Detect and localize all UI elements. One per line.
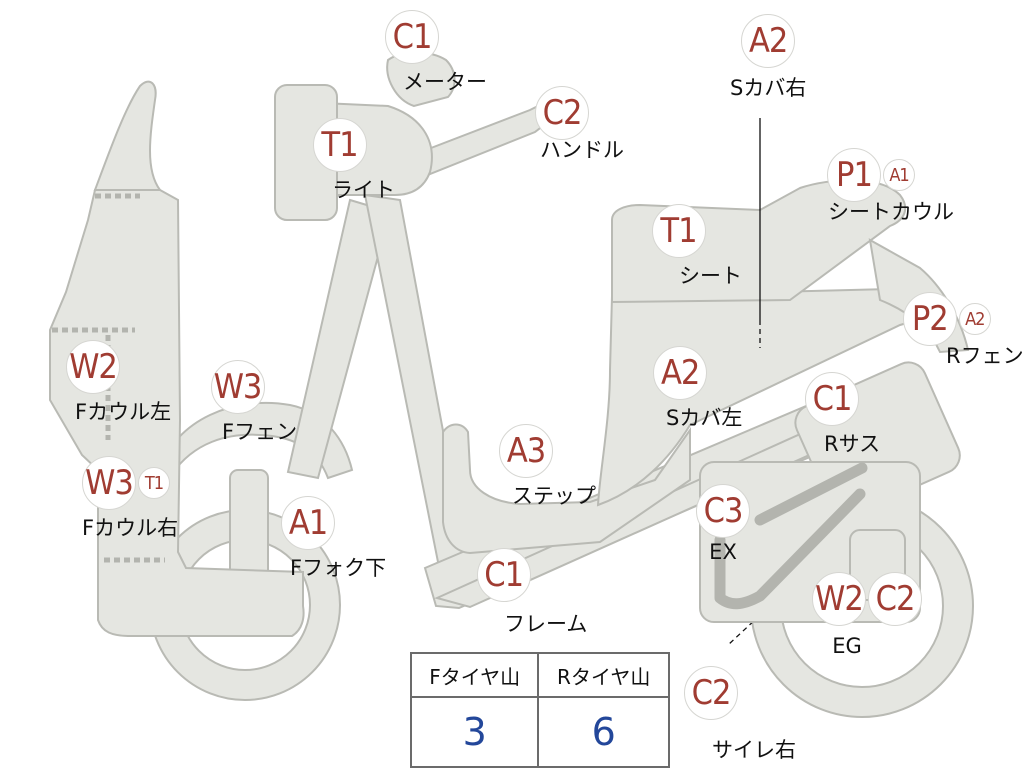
exhaust-name: EX	[709, 540, 737, 564]
step-name: ステップ	[512, 484, 596, 508]
engine-code: W2	[812, 572, 866, 626]
f-cowl-right-name: Fカウル右	[82, 516, 179, 540]
light-name: ライト	[332, 178, 395, 202]
label-meter: C1 メーター	[385, 10, 487, 96]
r-fender-sub: A2	[958, 303, 991, 335]
label-f-cowl-left: W2 Fカウル左	[15, 340, 171, 426]
label-seat-cowl: P1 A1 シートカウル	[788, 148, 954, 226]
s-cover-right-name: Sカバ右	[730, 76, 807, 100]
frame-name: フレーム	[504, 612, 588, 636]
f-fender-code: W3	[210, 360, 265, 414]
f-cowl-right-code: W3	[82, 456, 136, 510]
silencer-right-name: サイレ右	[712, 738, 796, 762]
f-fork-lower-code: A1	[281, 496, 336, 550]
label-step: A3 ステップ	[456, 424, 596, 510]
s-cover-right-code: A2	[741, 14, 796, 68]
meter-code: C1	[385, 10, 439, 64]
rear-tread-value: 6	[537, 696, 670, 768]
engine-code-2: C2	[868, 572, 922, 626]
label-f-fender: W3 Fフェン	[178, 360, 297, 446]
frame-code: C1	[476, 548, 531, 602]
front-tread-header: Fタイヤ山	[409, 652, 540, 698]
label-r-fender: P2 A2 Rフェン	[870, 292, 1024, 370]
f-fork-lower-name: Fフォク下	[290, 556, 387, 580]
label-f-fork-lower: A1 Fフォク下	[230, 496, 386, 582]
label-f-cowl-right: W3 T1 Fカウル右	[82, 456, 178, 542]
handle-code: C2	[535, 86, 589, 140]
tread-depth-table: Fタイヤ山 Rタイヤ山 3 6	[409, 652, 670, 768]
r-fender-code: P2	[902, 292, 957, 346]
step-code: A3	[499, 424, 553, 478]
label-light: T1 ライト	[284, 118, 395, 204]
label-s-cover-right: A2 Sカバ右	[730, 14, 806, 102]
engine-name: EG	[832, 634, 862, 658]
label-frame: C1 フレーム	[420, 548, 587, 638]
seat-name: シート	[679, 264, 742, 288]
exhaust-code: C3	[696, 484, 750, 538]
label-engine: W2 C2 EG	[812, 572, 922, 658]
silencer-right-code: C2	[684, 666, 738, 720]
rear-tread-header: Rタイヤ山	[537, 652, 670, 698]
label-s-cover-left: A2 Sカバ左	[618, 346, 742, 432]
f-cowl-right-sub: T1	[138, 467, 170, 499]
label-seat: T1 シート	[615, 204, 742, 290]
label-silencer-right: C2 サイレ右	[684, 666, 796, 764]
s-cover-left-name: Sカバ左	[666, 406, 743, 430]
light-code: T1	[312, 118, 367, 172]
f-cowl-left-name: Fカウル左	[75, 400, 172, 424]
f-cowl-left-code: W2	[66, 340, 121, 394]
label-r-suspension: C1 Rサス	[784, 372, 880, 458]
step-floor	[442, 423, 691, 555]
label-handle: C2 ハンドル	[500, 86, 624, 164]
seat-cowl-sub: A1	[883, 159, 915, 191]
handle-name: ハンドル	[540, 138, 624, 162]
seat-code: T1	[651, 204, 706, 258]
f-fender-name: Fフェン	[222, 420, 298, 444]
r-fender-name: Rフェン	[946, 344, 1024, 368]
front-tread-value: 3	[409, 696, 540, 768]
r-suspension-name: Rサス	[824, 432, 881, 456]
seat-cowl-name: シートカウル	[828, 200, 954, 224]
label-exhaust: C3 EX	[696, 484, 750, 564]
meter-name: メーター	[403, 70, 487, 94]
seat-cowl-code: P1	[827, 148, 881, 202]
r-suspension-code: C1	[805, 372, 860, 426]
s-cover-left-code: A2	[653, 346, 708, 400]
exhaust-pipe	[714, 488, 866, 610]
